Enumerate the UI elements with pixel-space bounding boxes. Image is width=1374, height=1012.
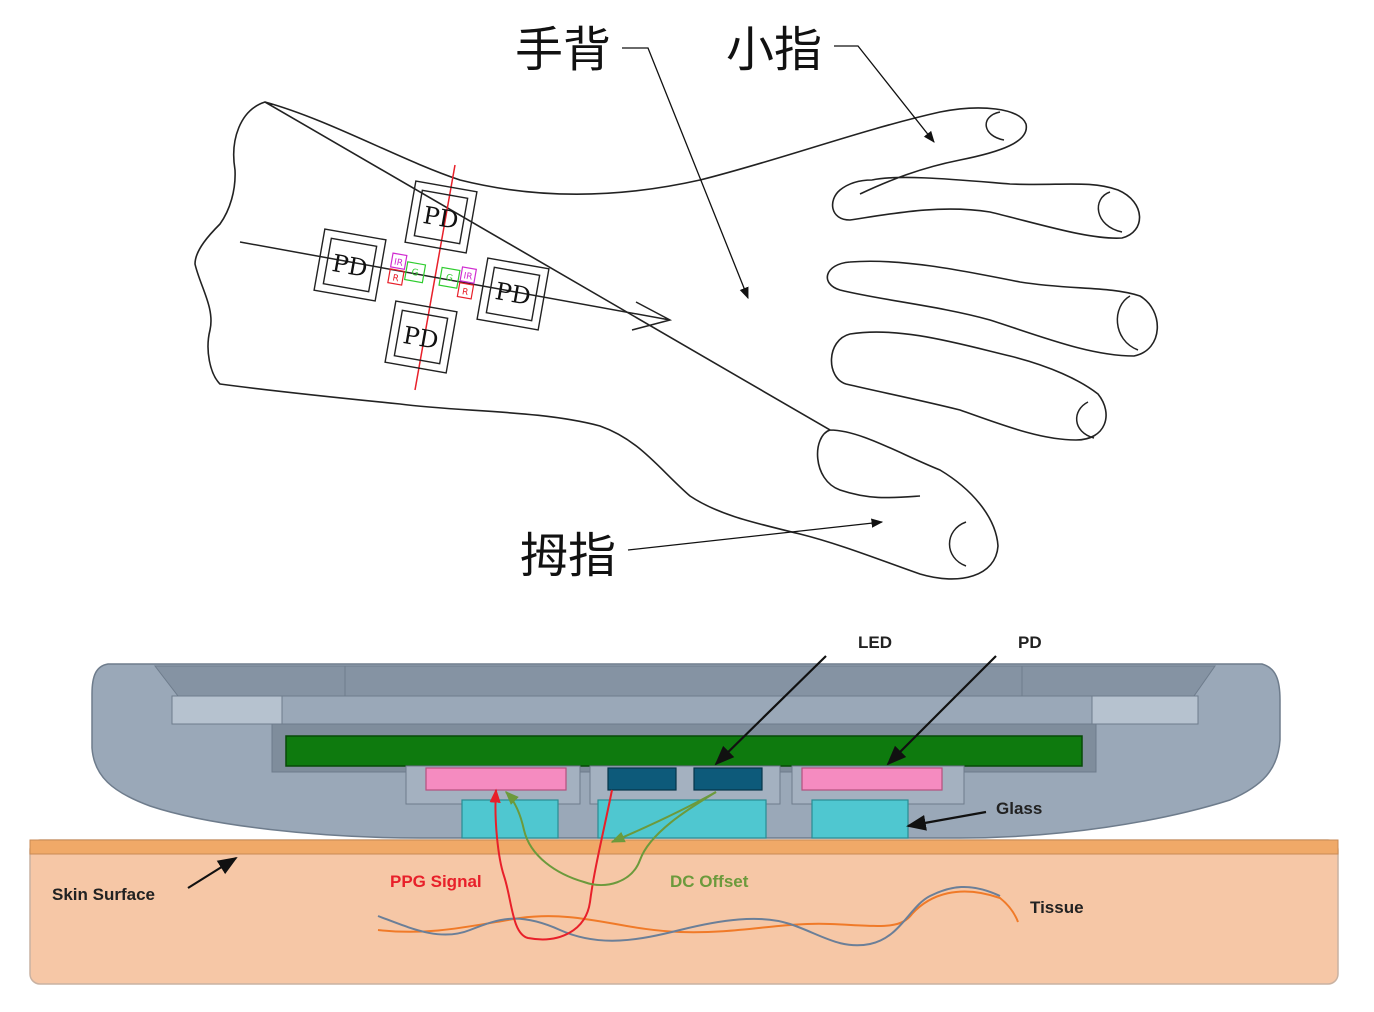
led-cluster-right: G IR R: [438, 266, 478, 300]
nail-ring-finger: [1097, 191, 1123, 233]
led-cluster-left: IR R G: [387, 252, 427, 286]
pd-label: PD: [401, 321, 441, 355]
cross-section-diagram: LED PD Glass Skin Surface PPG Signal DC …: [29, 633, 1339, 985]
pd-sensor-left: PD: [313, 228, 387, 302]
skin-tissue-block: [29, 839, 1339, 985]
pd-sensor-right: PD: [476, 257, 550, 331]
leader-thumb: [627, 518, 884, 551]
tissue-line-gray: [377, 885, 1001, 947]
led-label-ir: IR: [393, 257, 404, 268]
led-label-green: G: [411, 268, 420, 279]
leader-little-finger: [834, 45, 935, 143]
housing-inner-right-step: [1091, 695, 1199, 725]
pd-sensor-bottom: PD: [384, 300, 458, 374]
glass-window-right: [811, 799, 909, 839]
led-label-green: G: [445, 273, 454, 284]
hand-outline: [194, 101, 1159, 580]
nail-middle-finger: [1116, 295, 1139, 351]
led-label-red: R: [461, 287, 469, 298]
pcb-board: [285, 735, 1083, 767]
leader-back-of-hand: [622, 47, 749, 300]
pd-sensor-top: PD: [404, 180, 478, 254]
pd-chip-left: [425, 767, 567, 791]
skin-surface-layer: [29, 839, 1339, 855]
label-pd: PD: [1018, 633, 1042, 652]
glass-window-left: [461, 799, 559, 839]
dc-offset-path: [505, 791, 717, 886]
label-led: LED: [858, 633, 892, 652]
label-dc-offset: DC Offset: [670, 872, 749, 891]
pd-label: PD: [421, 201, 461, 235]
leader-skin-surface: [187, 856, 238, 889]
leader-glass: [906, 810, 987, 831]
led-chip-right: [693, 767, 763, 791]
pd-chip-right: [801, 767, 943, 791]
nail-thumb: [948, 521, 967, 567]
ppg-signal-path: [489, 788, 613, 941]
hand-diagram: PD PD PD PD IR R G G: [194, 22, 1159, 584]
label-thumb: 拇指: [520, 528, 616, 584]
nail-little-finger: [985, 111, 1005, 141]
housing-inner-cavity: [153, 665, 1216, 697]
label-ppg-signal: PPG Signal: [390, 872, 482, 891]
led-label-ir: IR: [463, 271, 474, 282]
housing-inner-left-step: [171, 695, 283, 725]
glass-window-center: [597, 799, 767, 839]
leader-led: [714, 655, 827, 766]
sensor-axis-arrow: [239, 241, 673, 331]
label-tissue: Tissue: [1030, 898, 1084, 917]
led-chip-left: [607, 767, 677, 791]
pd-label: PD: [330, 249, 370, 283]
dc-offset-path-secondary: [610, 791, 717, 843]
leader-pd: [886, 655, 997, 766]
pd-label: PD: [493, 277, 533, 311]
label-little-finger: 小指: [726, 22, 822, 78]
led-label-red: R: [392, 273, 400, 284]
nail-index-finger: [1076, 401, 1095, 439]
label-skin-surface: Skin Surface: [52, 885, 155, 904]
label-back-of-hand: 手背: [515, 22, 611, 78]
label-glass: Glass: [996, 799, 1042, 818]
